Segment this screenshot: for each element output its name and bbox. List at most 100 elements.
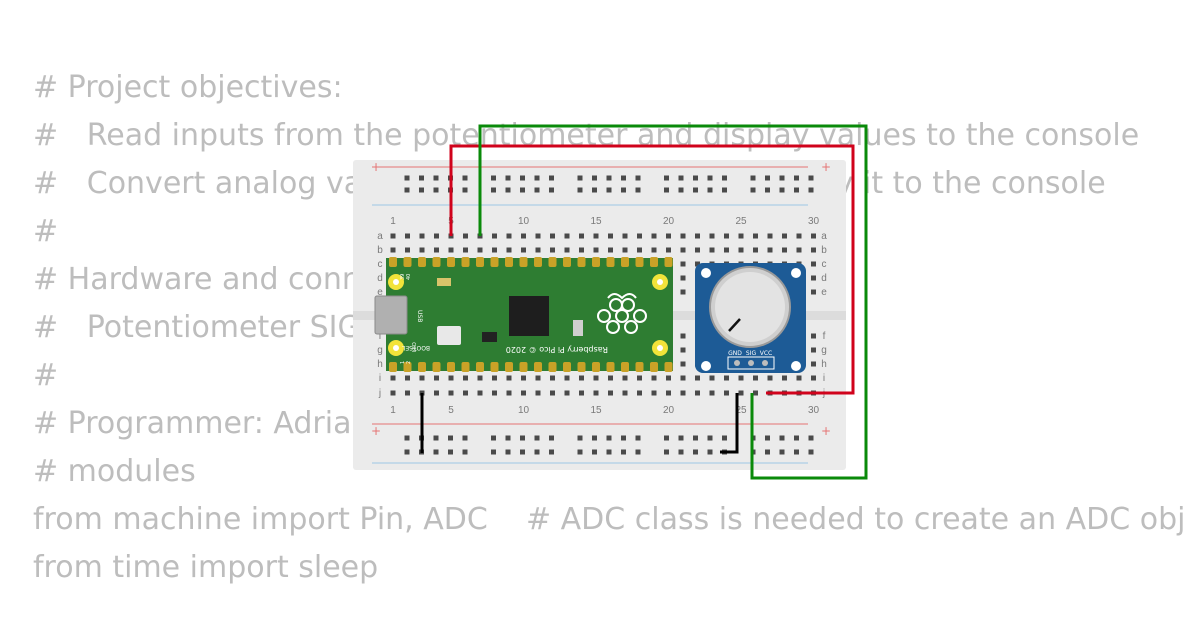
breadboard-hole[interactable] bbox=[637, 247, 642, 253]
breadboard-hole[interactable] bbox=[550, 375, 555, 381]
breadboard-hole[interactable] bbox=[666, 390, 671, 396]
breadboard-hole[interactable] bbox=[707, 435, 713, 441]
breadboard-hole[interactable] bbox=[404, 435, 410, 441]
breadboard-hole[interactable] bbox=[577, 187, 583, 193]
breadboard-hole[interactable] bbox=[448, 247, 454, 253]
breadboard-hole[interactable] bbox=[606, 435, 612, 441]
breadboard-hole[interactable] bbox=[779, 449, 785, 455]
breadboard-hole[interactable] bbox=[811, 289, 816, 295]
breadboard-hole[interactable] bbox=[477, 375, 483, 381]
breadboard-hole[interactable] bbox=[463, 390, 468, 396]
breadboard-hole[interactable] bbox=[811, 361, 816, 367]
breadboard-hole[interactable] bbox=[808, 449, 814, 455]
breadboard-hole[interactable] bbox=[592, 175, 597, 181]
breadboard-hole[interactable] bbox=[678, 187, 684, 193]
breadboard-hole[interactable] bbox=[448, 390, 454, 396]
breadboard-hole[interactable] bbox=[796, 247, 802, 253]
breadboard-hole[interactable] bbox=[491, 175, 496, 181]
breadboard-hole[interactable] bbox=[635, 435, 641, 441]
breadboard-hole[interactable] bbox=[593, 375, 599, 381]
breadboard-hole[interactable] bbox=[622, 247, 628, 253]
breadboard-hole[interactable] bbox=[707, 449, 713, 455]
breadboard-hole[interactable] bbox=[709, 390, 715, 396]
breadboard-hole[interactable] bbox=[782, 233, 787, 239]
breadboard-hole[interactable] bbox=[521, 375, 526, 381]
breadboard-hole[interactable] bbox=[606, 175, 612, 181]
breadboard-hole[interactable] bbox=[621, 187, 626, 193]
breadboard-hole[interactable] bbox=[765, 449, 770, 455]
breadboard-hole[interactable] bbox=[680, 347, 686, 353]
breadboard-hole[interactable] bbox=[767, 375, 773, 381]
breadboard-hole[interactable] bbox=[462, 435, 468, 441]
breadboard-hole[interactable] bbox=[535, 390, 541, 396]
breadboard-hole[interactable] bbox=[794, 175, 799, 181]
breadboard-hole[interactable] bbox=[811, 333, 816, 339]
breadboard-hole[interactable] bbox=[535, 247, 541, 253]
breadboard-hole[interactable] bbox=[593, 233, 599, 239]
breadboard-hole[interactable] bbox=[433, 435, 439, 441]
breadboard-hole[interactable] bbox=[753, 375, 758, 381]
breadboard-hole[interactable] bbox=[608, 247, 613, 253]
breadboard-hole[interactable] bbox=[779, 187, 785, 193]
breadboard-hole[interactable] bbox=[765, 435, 770, 441]
breadboard-hole[interactable] bbox=[592, 435, 597, 441]
breadboard-hole[interactable] bbox=[709, 375, 715, 381]
breadboard-hole[interactable] bbox=[680, 333, 686, 339]
breadboard-hole[interactable] bbox=[564, 390, 570, 396]
breadboard-hole[interactable] bbox=[419, 233, 425, 239]
breadboard-hole[interactable] bbox=[592, 449, 597, 455]
breadboard-hole[interactable] bbox=[695, 233, 700, 239]
breadboard-hole[interactable] bbox=[434, 390, 439, 396]
breadboard-hole[interactable] bbox=[678, 175, 684, 181]
breadboard-hole[interactable] bbox=[491, 187, 496, 193]
breadboard-hole[interactable] bbox=[738, 233, 744, 239]
breadboard-hole[interactable] bbox=[664, 187, 669, 193]
breadboard-hole[interactable] bbox=[637, 390, 642, 396]
breadboard-hole[interactable] bbox=[433, 449, 439, 455]
breadboard-hole[interactable] bbox=[505, 449, 511, 455]
breadboard-hole[interactable] bbox=[593, 247, 599, 253]
breadboard-hole[interactable] bbox=[707, 175, 713, 181]
breadboard-hole[interactable] bbox=[404, 175, 410, 181]
breadboard-hole[interactable] bbox=[808, 187, 814, 193]
breadboard-hole[interactable] bbox=[608, 390, 613, 396]
potentiometer-knob[interactable] bbox=[715, 272, 785, 342]
breadboard-hole[interactable] bbox=[579, 390, 584, 396]
breadboard-hole[interactable] bbox=[549, 449, 554, 455]
breadboard-hole[interactable] bbox=[724, 247, 729, 253]
breadboard-hole[interactable] bbox=[666, 375, 671, 381]
breadboard-hole[interactable] bbox=[404, 187, 410, 193]
breadboard-hole[interactable] bbox=[433, 175, 439, 181]
breadboard-hole[interactable] bbox=[506, 390, 512, 396]
breadboard-hole[interactable] bbox=[463, 247, 468, 253]
breadboard-hole[interactable] bbox=[577, 435, 583, 441]
breadboard-hole[interactable] bbox=[608, 375, 613, 381]
breadboard-hole[interactable] bbox=[491, 449, 496, 455]
breadboard-hole[interactable] bbox=[434, 375, 439, 381]
breadboard-hole[interactable] bbox=[765, 175, 770, 181]
breadboard-hole[interactable] bbox=[621, 449, 626, 455]
breadboard-hole[interactable] bbox=[463, 233, 468, 239]
breadboard-hole[interactable] bbox=[622, 233, 628, 239]
breadboard-hole[interactable] bbox=[693, 435, 698, 441]
breadboard-hole[interactable] bbox=[753, 247, 758, 253]
breadboard-hole[interactable] bbox=[680, 261, 686, 267]
power-wire[interactable] bbox=[449, 144, 855, 395]
breadboard-hole[interactable] bbox=[651, 375, 657, 381]
breadboard-hole[interactable] bbox=[738, 390, 744, 396]
breadboard-hole[interactable] bbox=[534, 175, 540, 181]
breadboard-hole[interactable] bbox=[811, 247, 816, 253]
breadboard-hole[interactable] bbox=[492, 390, 497, 396]
breadboard-hole[interactable] bbox=[680, 247, 686, 253]
breadboard-hole[interactable] bbox=[693, 187, 698, 193]
breadboard-hole[interactable] bbox=[390, 233, 396, 239]
breadboard-hole[interactable] bbox=[666, 233, 671, 239]
breadboard-hole[interactable] bbox=[695, 261, 700, 267]
breadboard-hole[interactable] bbox=[593, 390, 599, 396]
breadboard-hole[interactable] bbox=[811, 275, 816, 281]
breadboard-hole[interactable] bbox=[434, 247, 439, 253]
breadboard-hole[interactable] bbox=[767, 247, 773, 253]
breadboard-hole[interactable] bbox=[550, 247, 555, 253]
breadboard-hole[interactable] bbox=[550, 390, 555, 396]
breadboard-hole[interactable] bbox=[794, 187, 799, 193]
